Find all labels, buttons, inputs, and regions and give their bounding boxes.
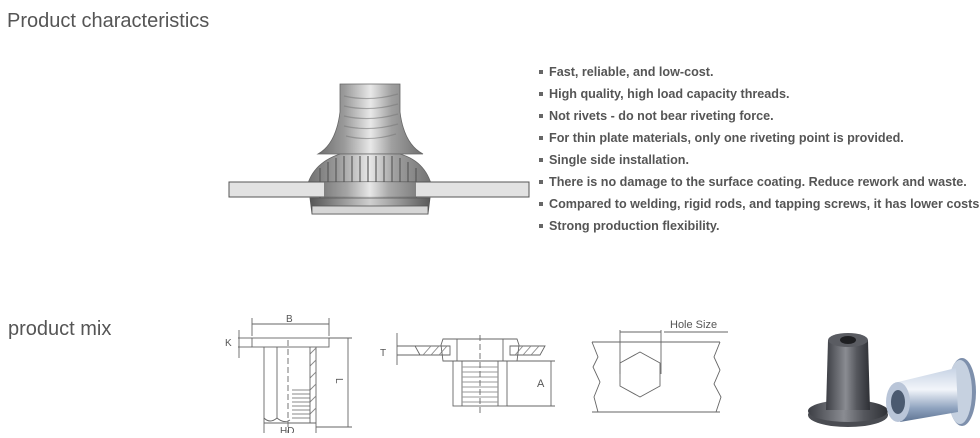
feature-list: Fast, reliable, and low-cost. High quali… (539, 61, 980, 237)
section-title-characteristics: Product characteristics (7, 10, 210, 32)
feature-item: Strong production flexibility. (539, 215, 980, 237)
flat-head-dimension-diagram: B K L HD (222, 310, 360, 437)
feature-item: Not rivets - do not bear riveting force. (539, 105, 980, 127)
feature-item: Fast, reliable, and low-cost. (539, 61, 980, 83)
rivet-nuts-photo (780, 312, 980, 433)
label-k: K (225, 338, 232, 349)
label-t: T (380, 348, 386, 359)
rivet-nut-installed-illustration (228, 82, 530, 220)
bullet-icon (539, 224, 543, 228)
bullet-icon (539, 202, 543, 206)
label-hd: HD (280, 426, 294, 433)
bullet-icon (539, 92, 543, 96)
feature-item: Compared to welding, rigid rods, and tap… (539, 193, 980, 215)
bullet-icon (539, 158, 543, 162)
feature-item: Single side installation. (539, 149, 980, 171)
feature-item: For thin plate materials, only one rivet… (539, 127, 980, 149)
feature-item: High quality, high load capacity threads… (539, 83, 980, 105)
installed-section-diagram: T A (375, 315, 555, 415)
label-hole-size: Hole Size (670, 319, 717, 331)
bullet-icon (539, 70, 543, 74)
hole-size-diagram: Hole Size (590, 312, 728, 417)
label-a: A (537, 378, 545, 390)
label-l: L (333, 378, 344, 384)
label-b: B (286, 314, 293, 325)
bullet-icon (539, 136, 543, 140)
bullet-icon (539, 180, 543, 184)
section-title-product-mix: product mix (8, 318, 112, 340)
feature-item: There is no damage to the surface coatin… (539, 171, 980, 193)
bullet-icon (539, 114, 543, 118)
